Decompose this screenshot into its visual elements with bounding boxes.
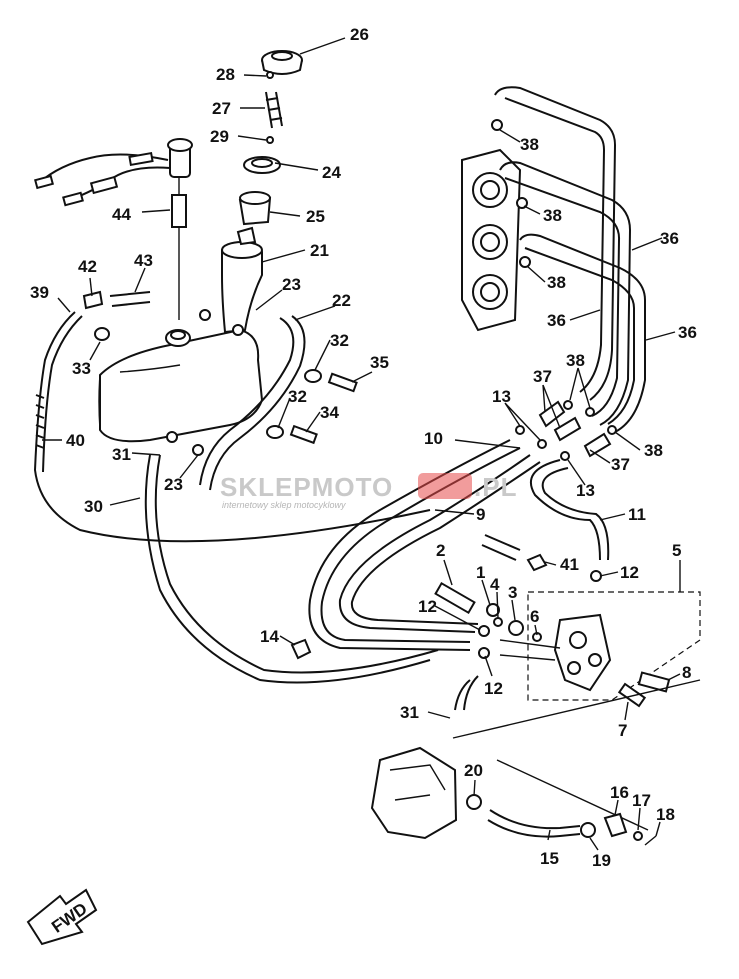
bolts	[94, 309, 358, 456]
callout-5: 5	[672, 541, 681, 560]
leader-lines	[42, 37, 681, 851]
watermark-domain: .PL	[474, 472, 517, 502]
watermark: SKLEPMOTO .PL internetowy sklep motocykl…	[220, 472, 517, 510]
feed-hoses	[308, 439, 610, 651]
tank-cap	[261, 50, 303, 75]
callout-32-top: 32	[330, 331, 349, 350]
callout-13-b: 13	[576, 481, 595, 500]
callout-25: 25	[306, 207, 325, 226]
callout-6: 6	[530, 607, 539, 626]
callout-44: 44	[112, 205, 131, 224]
oil-pump	[290, 553, 701, 831]
callout-38-b: 38	[543, 206, 562, 225]
callout-31-top: 31	[112, 445, 131, 464]
callout-23-top: 23	[282, 275, 301, 294]
callout-14: 14	[260, 627, 279, 646]
callout-29: 29	[210, 127, 229, 146]
callout-35: 35	[370, 353, 389, 372]
callout-labels: 26 28 27 29 24 44 25 21 42 43 23 39 22 3…	[30, 25, 697, 870]
callout-17: 17	[632, 791, 651, 810]
callout-4: 4	[490, 575, 500, 594]
callout-38-d: 38	[566, 351, 585, 370]
callout-2: 2	[436, 541, 445, 560]
callout-16: 16	[610, 783, 629, 802]
callout-9: 9	[476, 505, 485, 524]
callout-22: 22	[332, 291, 351, 310]
watermark-brand: SKLEPMOTO	[220, 472, 393, 502]
callout-37-a: 37	[533, 367, 552, 386]
callout-1: 1	[476, 563, 485, 582]
callout-34: 34	[320, 403, 339, 422]
callout-11: 11	[628, 505, 646, 524]
callout-40: 40	[66, 431, 85, 450]
callout-37-b: 37	[611, 455, 630, 474]
callout-18: 18	[656, 805, 675, 824]
callout-21: 21	[310, 241, 329, 260]
callout-30: 30	[84, 497, 103, 516]
watermark-tagline: internetowy sklep motocyklowy	[222, 500, 346, 510]
callout-10: 10	[424, 429, 443, 448]
callout-32-bottom: 32	[288, 387, 307, 406]
callout-41: 41	[560, 555, 579, 574]
oil-level-gauge	[34, 138, 193, 320]
callout-12-b: 12	[418, 597, 437, 616]
tank-hoses	[144, 315, 439, 684]
inner-cap	[236, 191, 272, 246]
callout-8: 8	[682, 663, 691, 682]
fwd-arrow-badge: FWD	[26, 888, 98, 946]
breather-hoses	[494, 86, 646, 433]
filler-neck	[221, 241, 263, 334]
callout-3: 3	[508, 583, 517, 602]
callout-36-c: 36	[678, 323, 697, 342]
callout-28: 28	[216, 65, 235, 84]
callout-43: 43	[134, 251, 153, 270]
callout-12-c: 12	[484, 679, 503, 698]
callout-23-bottom: 23	[164, 475, 183, 494]
callout-31-bottom: 31	[400, 703, 419, 722]
callout-12-a: 12	[620, 563, 639, 582]
strap-chain	[265, 71, 283, 144]
callout-36-a: 36	[660, 229, 679, 248]
callout-38-c: 38	[547, 273, 566, 292]
callout-33: 33	[72, 359, 91, 378]
callout-39: 39	[30, 283, 49, 302]
callout-36-b: 36	[547, 311, 566, 330]
callout-26: 26	[350, 25, 369, 44]
oil-tank	[98, 328, 264, 443]
callout-19: 19	[592, 851, 611, 870]
callout-27: 27	[212, 99, 231, 118]
carburetor-body	[461, 148, 522, 332]
callout-20: 20	[464, 761, 483, 780]
callout-24: 24	[322, 163, 341, 182]
callout-15: 15	[540, 849, 559, 868]
pump-drive	[370, 746, 657, 846]
callout-38-a: 38	[520, 135, 539, 154]
callout-7: 7	[618, 721, 627, 740]
callout-13-a: 13	[492, 387, 511, 406]
callout-38-e: 38	[644, 441, 663, 460]
callout-42: 42	[78, 257, 97, 276]
ring	[243, 156, 281, 174]
